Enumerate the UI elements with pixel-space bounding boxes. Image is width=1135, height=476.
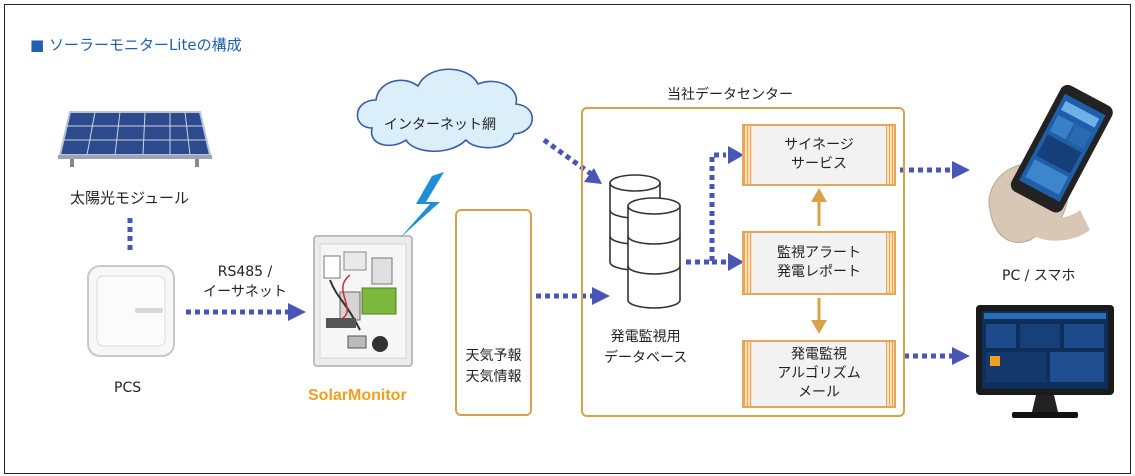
weather-line-1: 天気予報 [465, 348, 522, 364]
connection-line-1: RS485 / [217, 264, 273, 280]
device-label: PC / スマホ [1002, 268, 1076, 284]
database-label: 発電監視用 データベース [604, 327, 687, 369]
algorithm-label-line-2: アルゴリズム [777, 365, 861, 382]
signage-label-line-1: サイネージ [784, 137, 854, 153]
solar-panel-label: 太陽光モジュール [70, 189, 189, 207]
solar-monitor-device-icon [313, 235, 413, 367]
solar-monitor-label: SolarMonitor [308, 387, 407, 404]
weather-container [455, 209, 532, 416]
weather-label: 天気予報 天気情報 [455, 346, 532, 388]
alert-report-box: 監視アラート 発電レポート [742, 231, 896, 295]
database-line-1: 発電監視用 [610, 329, 681, 345]
algorithm-label-line-1: 発電監視 [791, 346, 847, 363]
smartphone-icon [988, 84, 1113, 243]
datacenter-container [581, 107, 905, 417]
alert-label-line-2: 発電レポート [777, 264, 861, 280]
alert-label-line-1: 監視アラート [777, 245, 861, 261]
algorithm-mail-box: 発電監視 アルゴリズム メール [742, 340, 896, 408]
algorithm-label-line-3: メール [798, 384, 840, 401]
signage-label-line-2: サービス [791, 156, 847, 172]
diagram-title: ■ ソーラーモニターLiteの構成 [30, 36, 242, 54]
connection-line-2: イーサネット [203, 284, 287, 300]
datacenter-label: 当社データセンター [667, 87, 793, 103]
lightning-bolt-icon [400, 172, 444, 238]
weather-line-2: 天気情報 [465, 369, 522, 385]
connection-label: RS485 / イーサネット [190, 262, 300, 302]
signage-service-box: サイネージ サービス [742, 124, 896, 186]
monitor-icon [976, 305, 1114, 418]
internet-label: インターネット網 [384, 117, 496, 133]
database-line-2: データベース [604, 350, 688, 366]
cloud-icon [356, 68, 533, 152]
pcs-label: PCS [114, 380, 142, 396]
pcs-icon [87, 265, 175, 357]
diagram-frame [4, 4, 1131, 474]
solar-panel-icon [58, 111, 212, 167]
datacenter-database-icon [609, 174, 681, 309]
